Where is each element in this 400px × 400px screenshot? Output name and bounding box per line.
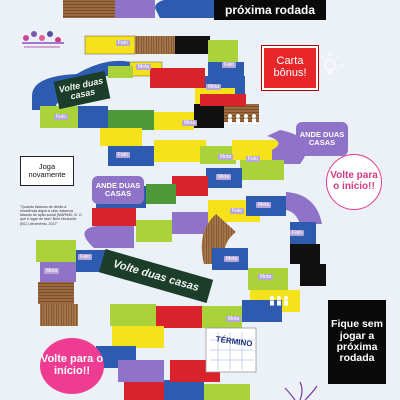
tile-label: Fato <box>230 208 245 214</box>
tile-label: Meta <box>224 256 240 262</box>
tile-label: Fato <box>290 230 305 236</box>
callout-play-again: Joga novamente <box>20 156 74 186</box>
bottom-tiles <box>96 300 282 400</box>
tile-label: Meta <box>216 174 232 180</box>
logo-figures-icon <box>22 31 64 48</box>
row-4-tiles <box>32 74 259 130</box>
callout-bonus-card: Carta bônus! <box>262 46 318 90</box>
tile-label: Meta <box>218 154 234 160</box>
row-5-tiles <box>100 128 307 166</box>
left-column-tiles <box>36 240 108 326</box>
decorative-sprig-icon <box>284 381 318 400</box>
tile-label: Meta <box>44 268 60 274</box>
tile-label: Fato <box>116 40 131 46</box>
tile-label: Meta <box>182 120 198 126</box>
quote-note: "Quando falamos de direito à resistência… <box>20 205 82 226</box>
row-8-tiles <box>201 214 326 312</box>
tile-label: Fato <box>116 152 131 158</box>
callout-skip-next-round: Fique sem jogar a próxima rodada <box>328 300 386 384</box>
callout-next-round-top: próxima rodada <box>214 0 326 20</box>
callout-advance-two-mid: ANDE DUAS CASAS <box>92 176 144 204</box>
tile-label: Meta <box>206 84 222 90</box>
people-icon-right <box>270 296 288 306</box>
row-1-tiles <box>63 0 215 18</box>
tile-label: Fato <box>54 114 69 120</box>
tile-label: Fato <box>222 62 237 68</box>
tile-label: Fato <box>246 156 261 162</box>
tile-label: Meta <box>226 316 242 322</box>
callout-advance-two-top: ANDE DUAS CASAS <box>296 122 348 156</box>
callout-back-to-start-right: Volte para o início!! <box>326 154 382 210</box>
callout-back-to-start-left: Volte para o início!! <box>40 338 104 394</box>
tile-label: Meta <box>258 274 274 280</box>
tile-label: Meta <box>136 64 152 70</box>
tile-label: Fato <box>78 254 93 260</box>
tile-label: Meta <box>256 202 272 208</box>
people-icon <box>228 114 256 125</box>
lightbulb-icon <box>317 53 343 74</box>
